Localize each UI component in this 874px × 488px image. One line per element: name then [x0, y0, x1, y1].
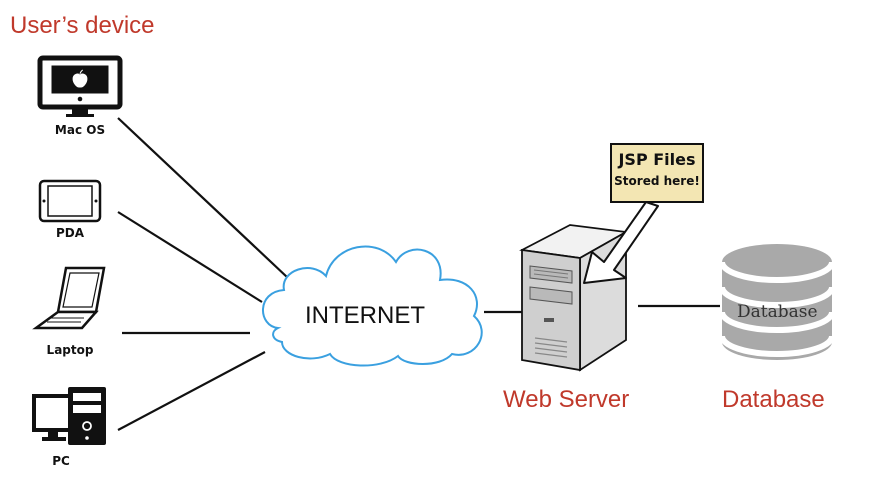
- device-label-pda: PDA: [55, 226, 85, 240]
- connector-pc-internet: [117, 351, 266, 431]
- server-tower-icon: [519, 224, 629, 372]
- device-label-macos: Mac OS: [54, 123, 106, 137]
- database-inner-label: Database: [737, 302, 818, 322]
- server-label: Web Server: [503, 386, 630, 413]
- desktop-pc-icon: [32, 387, 106, 445]
- jsp-note: [610, 143, 704, 203]
- database-label: Database: [722, 386, 825, 413]
- device-label-laptop: Laptop: [46, 343, 94, 357]
- internet-label: INTERNET: [305, 302, 425, 329]
- diagram-title: User’s device: [10, 12, 155, 39]
- callout-line1: JSP Files: [618, 150, 696, 169]
- connector-pda-internet: [117, 211, 263, 303]
- callout-line2: Stored here!: [614, 174, 700, 188]
- callout-arrow: [583, 201, 659, 284]
- laptop-icon: [32, 266, 106, 330]
- imac-icon: [37, 55, 123, 117]
- connector-macos-internet: [117, 117, 289, 279]
- database-cylinder-icon: [719, 244, 835, 360]
- cloud-icon: [262, 245, 483, 367]
- device-label-pc: PC: [52, 454, 70, 468]
- tablet-icon: [38, 179, 102, 223]
